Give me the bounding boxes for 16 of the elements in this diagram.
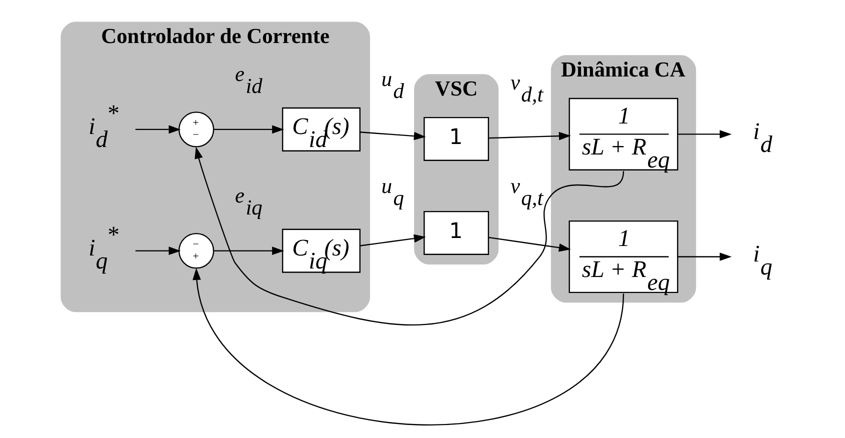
- arrow: [134, 246, 180, 255]
- arrow: [360, 132, 426, 140]
- arrow: [134, 125, 180, 134]
- node-box: 1: [423, 210, 489, 255]
- arrow: [677, 252, 732, 261]
- arrow: [677, 130, 732, 138]
- arrow: [360, 234, 426, 246]
- node-circle: + −: [178, 112, 214, 148]
- arrow: [214, 246, 284, 255]
- node-circle: − +: [178, 232, 214, 269]
- arrow: [192, 268, 624, 426]
- node-box: 1: [423, 116, 489, 161]
- arrow: [214, 125, 284, 134]
- arrow: [488, 236, 570, 252]
- arrow: [194, 146, 624, 326]
- arrow: [488, 132, 570, 140]
